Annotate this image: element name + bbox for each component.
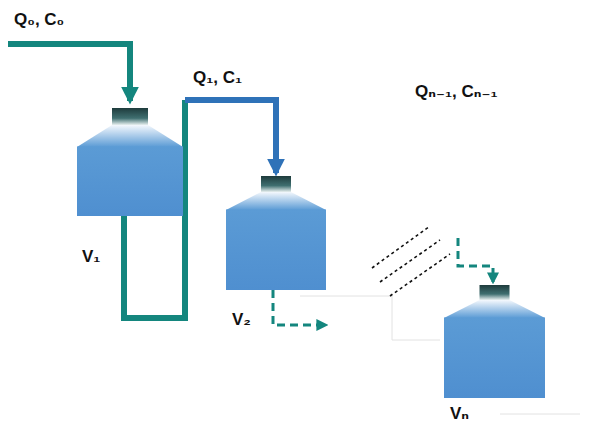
pipe-segment	[273, 290, 326, 325]
break-marks	[372, 226, 450, 296]
pipe-segment	[458, 238, 493, 282]
pipe-segment	[185, 100, 276, 173]
flow-label: Q₁, C₁	[193, 68, 242, 88]
volume-label: V₂	[232, 310, 251, 330]
inlet-pipe	[8, 44, 130, 101]
flow-label: Q₀, C₀	[14, 10, 64, 30]
tank-node: V₁	[77, 108, 183, 216]
volume-label: V₁	[82, 247, 100, 267]
tank-shape	[226, 176, 326, 290]
faint-guide-lines	[300, 296, 580, 414]
tank-node: Vₙ	[444, 285, 545, 398]
tank-shape	[444, 285, 545, 398]
tank-node: V₂	[226, 176, 326, 290]
flow-label: Qₙ₋₁, Cₙ₋₁	[415, 82, 497, 102]
volume-label: Vₙ	[450, 404, 469, 424]
tank-shape	[77, 108, 183, 216]
